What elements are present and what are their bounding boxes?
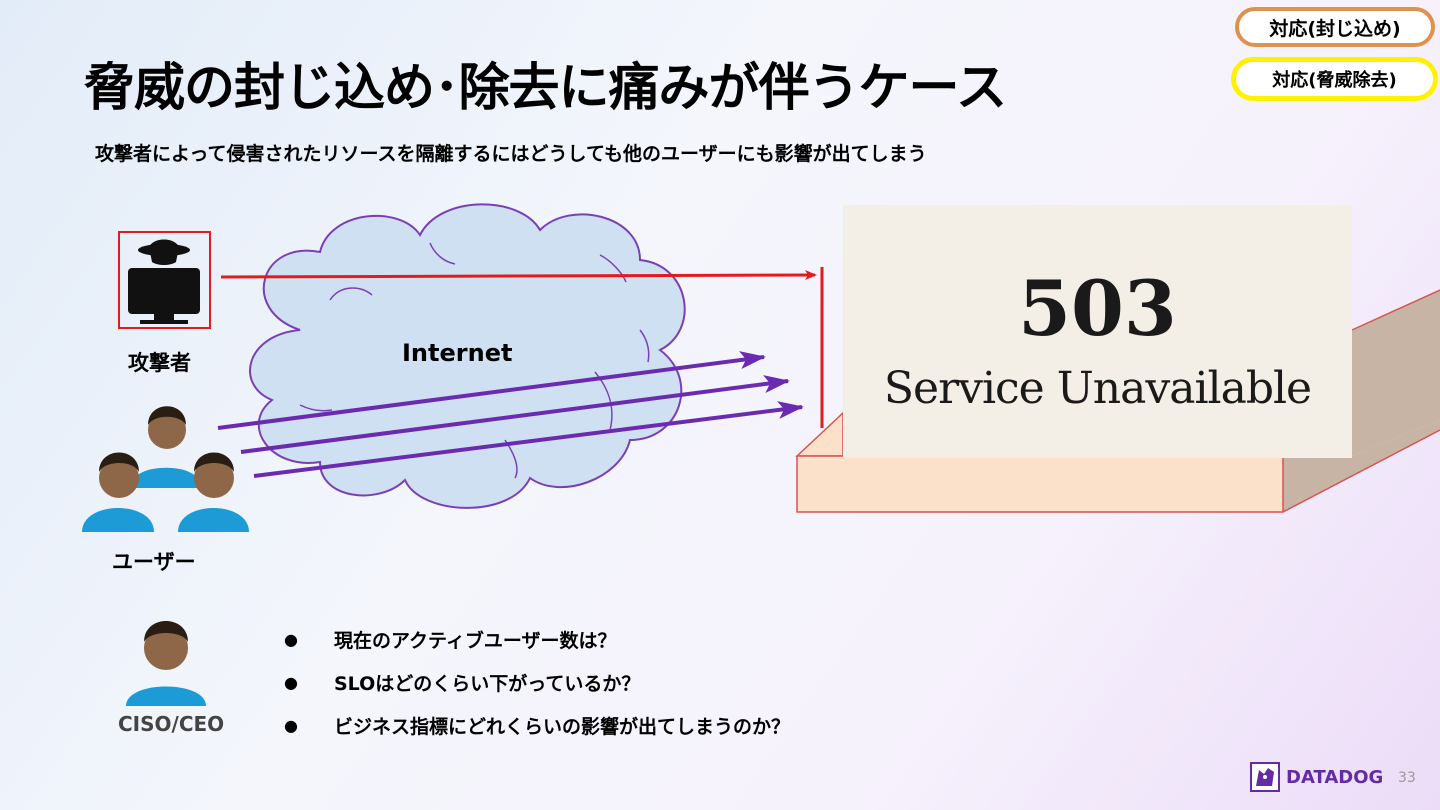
page-number: 33	[1398, 770, 1416, 786]
attacker-icon	[118, 231, 211, 329]
badge-eradication: 対応(脅威除去)	[1231, 57, 1438, 101]
attacker-label: 攻撃者	[128, 351, 191, 375]
ciso-icon	[126, 621, 206, 706]
question-list: ●現在のアクティブユーザー数は？ ●SLOはどのくらい下がっているか？ ●ビジネ…	[284, 618, 790, 747]
ciso-label: CISO/CEO	[118, 712, 225, 736]
internet-label: Internet	[402, 339, 513, 367]
user-arrow	[253, 401, 804, 478]
user-arrow	[240, 375, 790, 454]
server-slab	[795, 289, 1440, 513]
bullet-icon: ●	[284, 716, 298, 735]
bullet-icon: ●	[284, 673, 298, 692]
page-title: 脅威の封じ込め･除去に痛みが伴うケース	[84, 59, 1007, 118]
list-item: ●ビジネス指標にどれくらいの影響が出てしまうのか？	[284, 716, 791, 738]
brand-name: DATADOG	[1286, 766, 1384, 788]
datadog-logo: DATADOG	[1250, 762, 1383, 792]
error-code: 503	[1018, 264, 1177, 353]
attack-arrow	[220, 270, 817, 281]
error-503-panel: 503 Service Unavailable	[843, 205, 1352, 458]
page-subtitle: 攻撃者によって侵害されたリソースを隔離するにはどうしても他のユーザーにも影響が出…	[95, 143, 927, 165]
error-text: Service Unavailable	[883, 363, 1312, 414]
list-item: ●SLOはどのくらい下がっているか？	[284, 673, 641, 695]
list-item: ●現在のアクティブユーザー数は？	[284, 630, 617, 652]
bullet-icon: ●	[284, 630, 298, 649]
badge-containment: 対応(封じ込め)	[1235, 7, 1435, 47]
datadog-dog-icon	[1250, 762, 1280, 792]
users-label: ユーザー	[112, 550, 196, 574]
user-arrow	[217, 351, 766, 430]
users-icon	[82, 406, 249, 532]
